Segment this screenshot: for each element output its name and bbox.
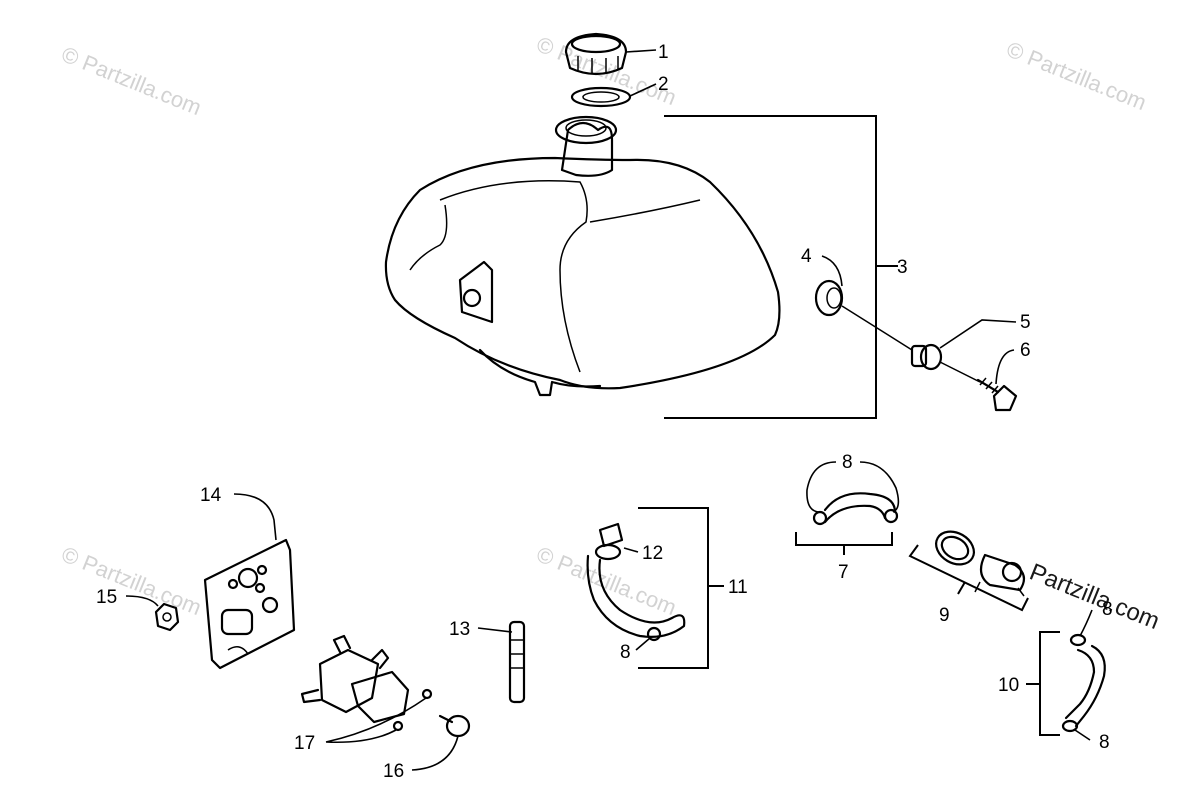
leader-13	[477, 627, 513, 633]
leader-8-top	[806, 461, 900, 513]
collar	[910, 343, 943, 371]
callout-7: 7	[838, 562, 849, 583]
watermark-mid-left: © Partzilla.com	[58, 541, 205, 620]
callout-14: 14	[200, 485, 222, 506]
callout-15: 15	[96, 587, 117, 608]
leader-8-right-top	[1079, 609, 1093, 637]
callout-13: 13	[449, 619, 470, 640]
fuel-tank	[384, 115, 781, 397]
leader-14	[233, 493, 277, 541]
cap-gasket	[570, 86, 632, 108]
callout-12: 12	[642, 543, 663, 564]
bracket-9	[908, 544, 1029, 612]
callout-4: 4	[801, 246, 812, 267]
hose-10	[1061, 633, 1106, 733]
watermark-top-left: © Partzilla.com	[58, 41, 205, 120]
leader-12	[623, 547, 639, 553]
callout-9: 9	[939, 605, 950, 626]
callout-8-right-bottom: 8	[1099, 732, 1110, 753]
leader-2	[629, 83, 657, 97]
callout-5: 5	[1020, 312, 1031, 333]
hose-7	[812, 492, 899, 526]
brand-watermark: Partzilla.com	[1026, 559, 1163, 635]
callout-3: 3	[897, 257, 908, 278]
leader-16	[411, 735, 459, 771]
callout-11: 11	[728, 577, 748, 598]
grommet	[814, 279, 844, 317]
callouts: 1 2 3 4 5 6 7 8 8 8 8 9 10 11 12 13 14 1…	[96, 42, 1113, 782]
leader-8-mid	[635, 637, 651, 651]
callout-8-top: 8	[842, 452, 853, 473]
fuel-filter	[935, 530, 1026, 597]
alignment-line	[841, 305, 981, 383]
nut	[154, 602, 180, 632]
callout-16: 16	[383, 761, 404, 782]
fuel-valve	[300, 634, 433, 732]
bracket-10	[1026, 631, 1060, 736]
bracket-7	[795, 532, 893, 555]
fuel-line-11	[586, 522, 686, 642]
leader-17	[325, 697, 427, 744]
callout-17: 17	[294, 733, 315, 754]
leader-4	[821, 255, 843, 287]
screw	[438, 714, 471, 738]
bracket-11	[638, 507, 724, 669]
callout-8-mid: 8	[620, 642, 631, 663]
watermark-top-right: © Partzilla.com	[1003, 36, 1150, 115]
bolt	[976, 377, 1018, 412]
callout-1: 1	[658, 42, 669, 63]
callout-6: 6	[1020, 340, 1031, 361]
callout-10: 10	[998, 675, 1019, 696]
bracket-3	[664, 115, 898, 419]
leader-6	[995, 349, 1015, 385]
leader-15	[125, 595, 159, 607]
fuel-cap	[564, 32, 628, 76]
rod	[508, 620, 526, 704]
leader-1	[625, 49, 657, 53]
callout-2: 2	[658, 74, 669, 95]
leader-8-right-bottom	[1074, 729, 1091, 741]
callout-8-right-top: 8	[1102, 599, 1113, 620]
leader-5	[939, 319, 1017, 349]
mounting-bracket	[203, 538, 296, 670]
